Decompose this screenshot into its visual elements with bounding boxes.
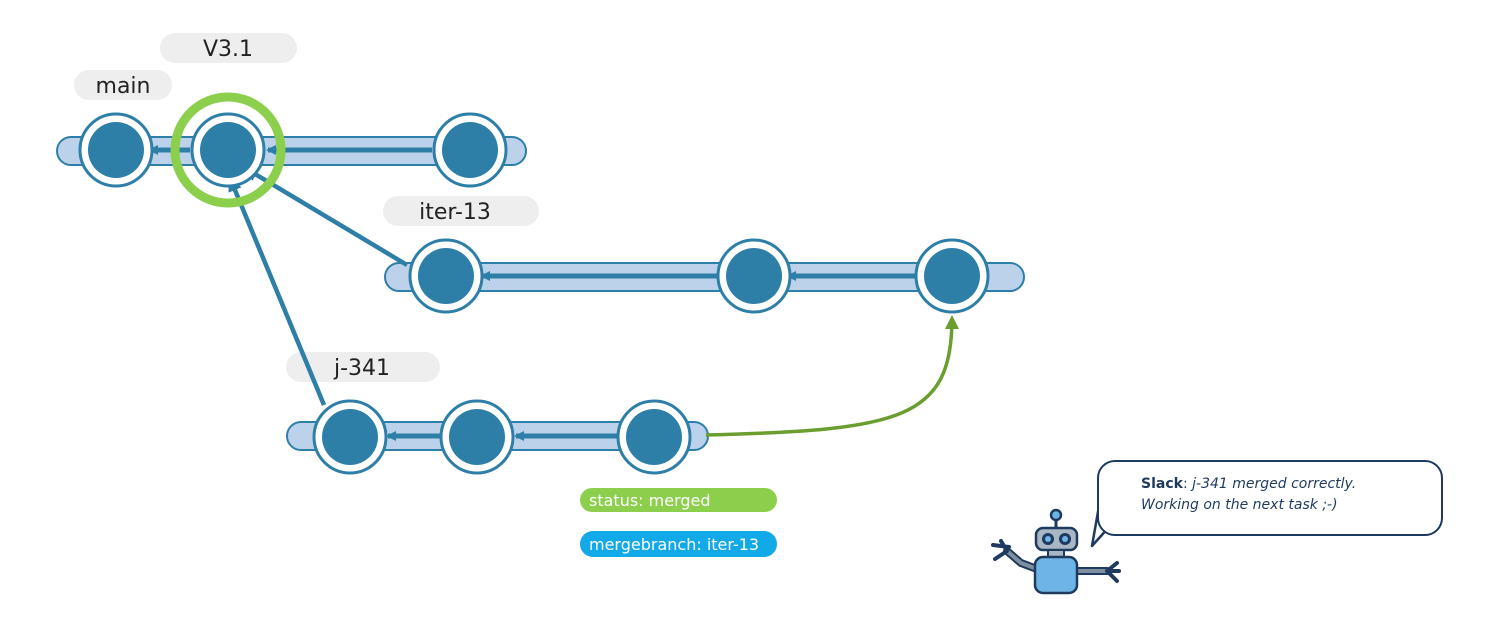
commit-node[interactable] — [408, 238, 484, 314]
tag-label: V3.1 — [160, 33, 297, 63]
commit-node[interactable] — [190, 112, 266, 188]
lane-arrows — [148, 145, 916, 441]
commit-node[interactable] — [716, 238, 792, 314]
commit-node[interactable] — [914, 238, 990, 314]
commit-node[interactable] — [432, 112, 508, 188]
message-line-1: Slack: j-341 merged correctly. — [1141, 476, 1357, 492]
commit-node[interactable] — [312, 399, 388, 475]
branch-label-j-text: j-341 — [333, 356, 390, 381]
mergebranch-badge-text: mergebranch: iter-13 — [589, 535, 759, 554]
branch-label-j: j-341 — [286, 352, 440, 382]
branch-label-main: main — [74, 70, 172, 100]
message-text-2: Working on the next task ;-) — [1141, 497, 1338, 513]
tag-label-text: V3.1 — [203, 37, 253, 62]
message-sender: Slack — [1141, 476, 1183, 492]
status-badge-text: status: merged — [589, 491, 711, 510]
message-text-1: j-341 merged correctly. — [1192, 476, 1357, 492]
tag-ring — [170, 92, 286, 208]
branch-label-iter-text: iter-13 — [419, 200, 491, 225]
arrow-j-to-main — [227, 175, 327, 406]
mergebranch-badge: mergebranch: iter-13 — [580, 531, 777, 557]
message-line-2: Working on the next task ;-) — [1141, 495, 1427, 516]
commits — [78, 112, 990, 475]
commit-node[interactable] — [439, 399, 515, 475]
branch-label-iter: iter-13 — [383, 196, 539, 226]
commit-node[interactable] — [616, 399, 692, 475]
robot-icon — [991, 508, 1121, 595]
branch-label-main-text: main — [96, 74, 151, 99]
status-badge: status: merged — [580, 488, 777, 512]
merge-arrow — [705, 315, 959, 437]
chat-message-bubble: Slack: j-341 merged correctly. Working o… — [1097, 460, 1443, 536]
commit-node[interactable] — [78, 112, 154, 188]
